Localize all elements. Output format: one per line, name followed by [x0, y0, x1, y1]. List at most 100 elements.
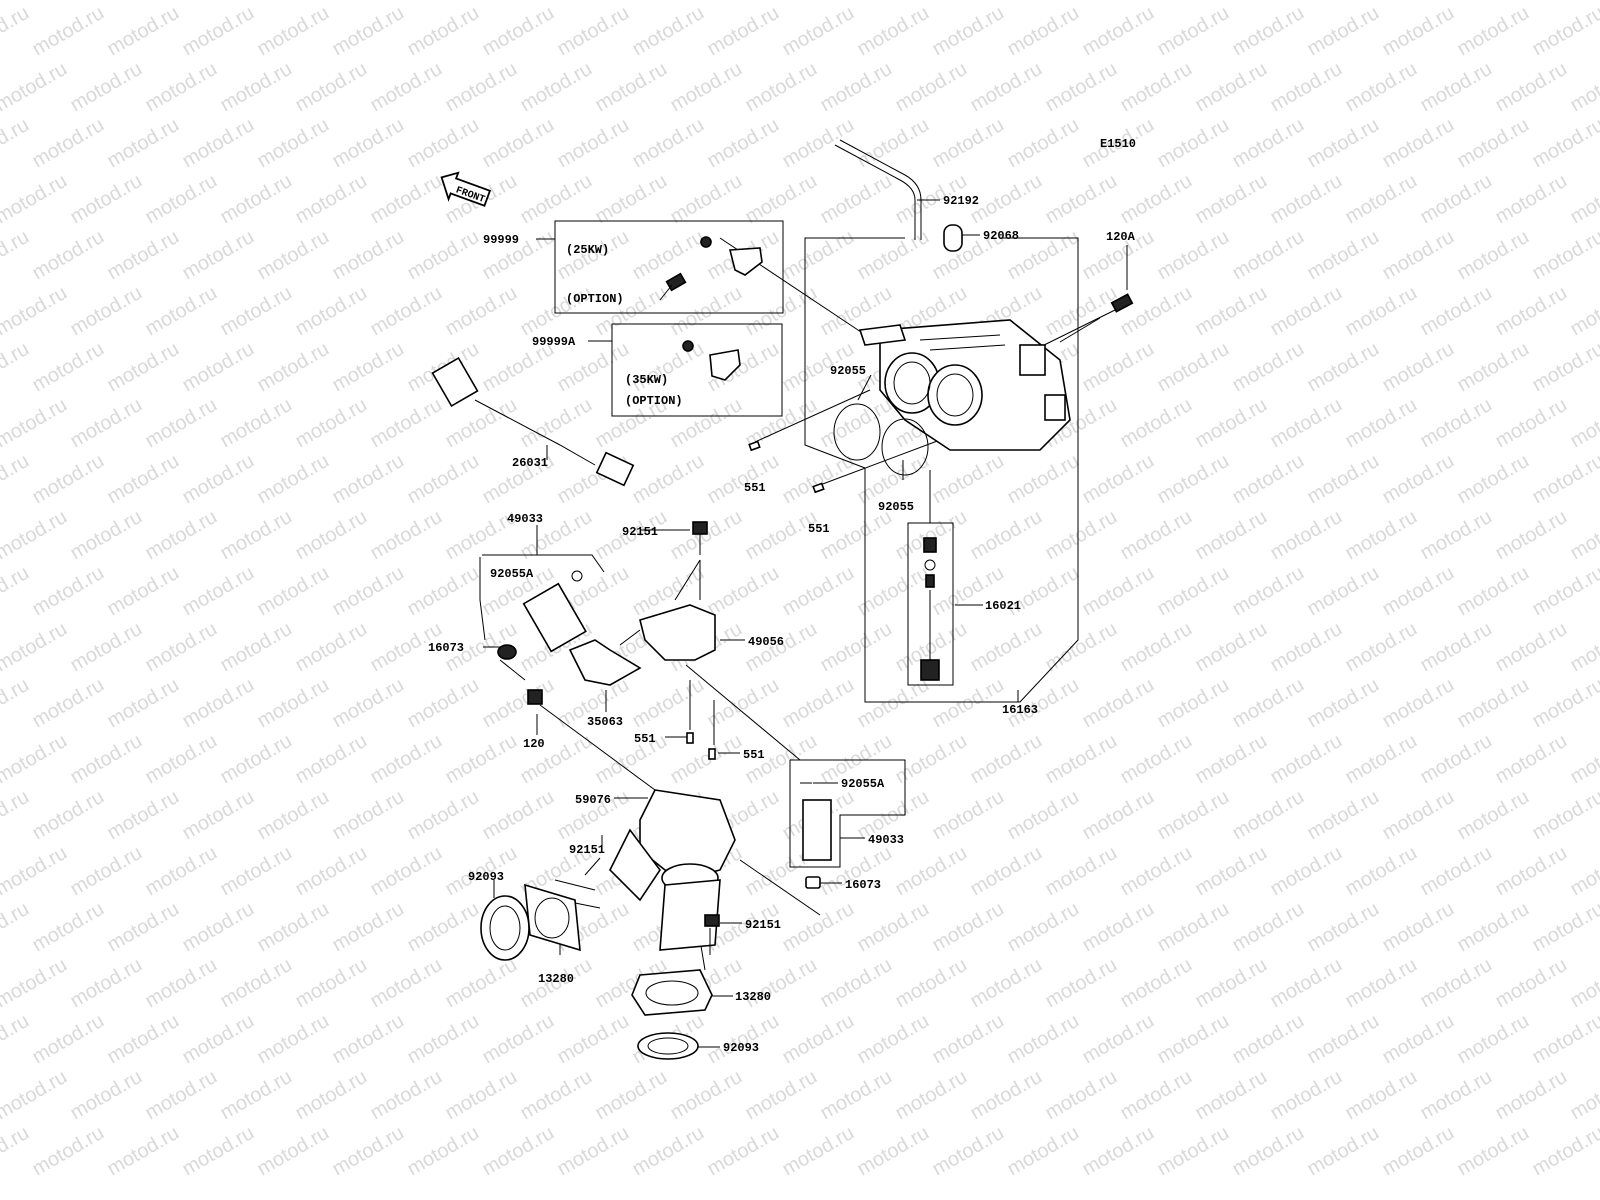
watermark-text: motod.ru	[929, 114, 1008, 173]
watermark-text: motod.ru	[29, 2, 108, 61]
watermark-text: motod.ru	[217, 170, 296, 229]
watermark-text: motod.ru	[704, 114, 783, 173]
watermark-text: motod.ru	[1304, 898, 1383, 957]
watermark-text: motod.ru	[142, 394, 221, 453]
watermark-text: motod.ru	[892, 1066, 971, 1125]
watermark-text: motod.ru	[1229, 562, 1308, 621]
watermark-text: motod.ru	[29, 450, 108, 509]
watermark-text: motod.ru	[1004, 1010, 1083, 1069]
watermark-text: motod.ru	[1492, 394, 1571, 453]
watermark-text: motod.ru	[779, 1122, 858, 1181]
watermark-text: motod.ru	[1342, 730, 1421, 789]
watermark-text: motod.ru	[592, 170, 671, 229]
label-551-b: 551	[808, 522, 830, 536]
watermark-text: motod.ru	[1154, 338, 1233, 397]
watermark-text: motod.ru	[0, 2, 33, 61]
watermark-text: motod.ru	[1004, 2, 1083, 61]
watermark-text: motod.ru	[1117, 1066, 1196, 1125]
watermark-text: motod.ru	[67, 394, 146, 453]
watermark-text: motod.ru	[29, 898, 108, 957]
watermark-text: motod.ru	[142, 618, 221, 677]
watermark-text: motod.ru	[1192, 1066, 1271, 1125]
injector-49033-bottom	[802, 799, 832, 861]
watermark-text: motod.ru	[1042, 1066, 1121, 1125]
watermark-text: motod.ru	[1042, 842, 1121, 901]
label-92055a-bottom: 92055A	[841, 777, 885, 791]
grommet-16073-top	[497, 644, 517, 660]
watermark-text: motod.ru	[0, 506, 71, 565]
watermark-text: motod.ru	[1529, 674, 1600, 733]
watermark-text: motod.ru	[0, 674, 33, 733]
watermark-text: motod.ru	[1154, 1122, 1233, 1181]
watermark-text: motod.ru	[367, 506, 446, 565]
watermark-text: motod.ru	[854, 898, 933, 957]
watermark-text: motod.ru	[854, 114, 933, 173]
bolt-92151-bottom	[704, 914, 720, 955]
bolt-120	[527, 689, 543, 705]
watermark-text: motod.ru	[0, 786, 33, 845]
watermark-text: motod.ru	[967, 954, 1046, 1013]
sensor-99999a	[682, 340, 741, 381]
watermark-text: motod.ru	[367, 730, 446, 789]
watermark-text: motod.ru	[67, 170, 146, 229]
watermark-text: motod.ru	[0, 58, 71, 117]
watermark-text: motod.ru	[1304, 114, 1383, 173]
watermark-text: motod.ru	[0, 282, 71, 341]
watermark-text: motod.ru	[1267, 282, 1346, 341]
watermark-text: motod.ru	[1154, 674, 1233, 733]
watermark-text: motod.ru	[29, 114, 108, 173]
watermark-text: motod.ru	[1229, 2, 1308, 61]
watermark-text: motod.ru	[292, 0, 371, 4]
watermark-text: motod.ru	[292, 954, 371, 1013]
watermark-text: motod.ru	[104, 1122, 183, 1181]
watermark-text: motod.ru	[329, 1010, 408, 1069]
watermark-text: motod.ru	[1304, 1122, 1383, 1181]
watermark-text: motod.ru	[967, 618, 1046, 677]
watermark-text: motod.ru	[329, 114, 408, 173]
label-92192: 92192	[943, 194, 979, 208]
label-551-c: 551	[634, 732, 656, 746]
label-92068: 92068	[983, 229, 1019, 243]
watermark-text: motod.ru	[179, 450, 258, 509]
sensor-99999	[659, 236, 763, 301]
watermark-text: motod.ru	[1417, 170, 1496, 229]
watermark-text: motod.ru	[142, 1066, 221, 1125]
watermark-text: motod.ru	[967, 58, 1046, 117]
option-box-25kw	[554, 220, 784, 314]
watermark-text: motod.ru	[217, 282, 296, 341]
watermark-text: motod.ru	[404, 898, 483, 957]
watermark-text: motod.ru	[1492, 282, 1571, 341]
watermark-text: motod.ru	[1042, 282, 1121, 341]
watermark-text: motod.ru	[29, 562, 108, 621]
watermark-text: motod.ru	[1492, 730, 1571, 789]
watermark-text: motod.ru	[479, 674, 558, 733]
label-99999: 99999	[483, 233, 519, 247]
watermark-text: motod.ru	[1567, 506, 1600, 565]
watermark-text: motod.ru	[179, 786, 258, 845]
throttle-body-16163	[858, 319, 1071, 451]
watermark-text: motod.ru	[292, 170, 371, 229]
watermark-text: motod.ru	[1154, 898, 1233, 957]
label-13280-left: 13280	[538, 972, 574, 986]
watermark-text: motod.ru	[442, 954, 521, 1013]
watermark-text: motod.ru	[1304, 786, 1383, 845]
flange-13280-right	[631, 969, 713, 1016]
watermark-text: motod.ru	[1117, 730, 1196, 789]
watermark-text: motod.ru	[817, 58, 896, 117]
watermark-text: motod.ru	[1267, 0, 1346, 4]
watermark-text: motod.ru	[1567, 282, 1600, 341]
watermark-text: motod.ru	[217, 394, 296, 453]
watermark-text: motod.ru	[554, 1122, 633, 1181]
watermark-text: motod.ru	[1192, 394, 1271, 453]
watermark-text: motod.ru	[929, 1122, 1008, 1181]
watermark-text: motod.ru	[1529, 786, 1600, 845]
watermark-text: motod.ru	[179, 898, 258, 957]
watermark-text: motod.ru	[179, 226, 258, 285]
bracket-49033-bottom	[789, 759, 906, 868]
watermark-text: motod.ru	[892, 0, 971, 4]
o-ring-92055-b	[881, 418, 929, 476]
watermark-text: motod.ru	[742, 58, 821, 117]
watermark-text: motod.ru	[404, 562, 483, 621]
watermark-text: motod.ru	[667, 730, 746, 789]
seal-92093-bottom	[637, 1032, 699, 1060]
